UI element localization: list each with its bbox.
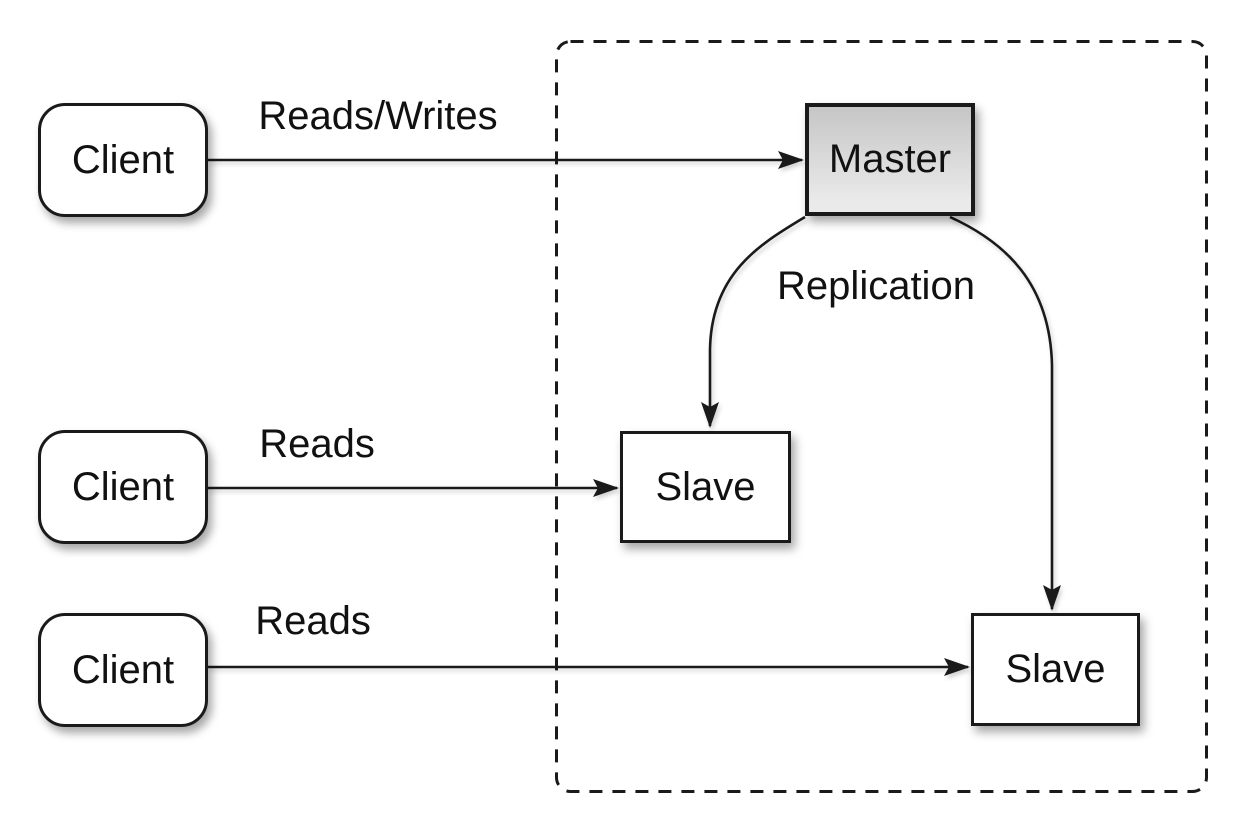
edge-label-reads-middle: Reads xyxy=(259,422,375,466)
edge-label-replication: Replication xyxy=(777,264,975,308)
node-master: Master xyxy=(805,103,975,216)
replication-cluster-border xyxy=(555,40,1208,793)
node-client-bottom-label: Client xyxy=(71,647,175,692)
node-slave-left-label: Slave xyxy=(655,464,756,509)
edge-label-reads-writes: Reads/Writes xyxy=(258,94,498,138)
node-client-middle-label: Client xyxy=(71,464,175,509)
node-client-top: Client xyxy=(38,103,208,217)
node-client-top-label: Client xyxy=(71,137,175,182)
node-client-middle: Client xyxy=(38,430,208,544)
edge-label-reads-bottom: Reads xyxy=(255,599,371,643)
node-slave-right: Slave xyxy=(971,613,1140,726)
node-master-label: Master xyxy=(828,137,952,181)
node-slave-left: Slave xyxy=(620,431,791,543)
edge-master-to-slave-right xyxy=(949,215,1061,611)
node-client-bottom: Client xyxy=(38,613,208,727)
node-slave-right-label: Slave xyxy=(1005,647,1106,691)
edge-master-to-slave-left xyxy=(701,215,806,428)
